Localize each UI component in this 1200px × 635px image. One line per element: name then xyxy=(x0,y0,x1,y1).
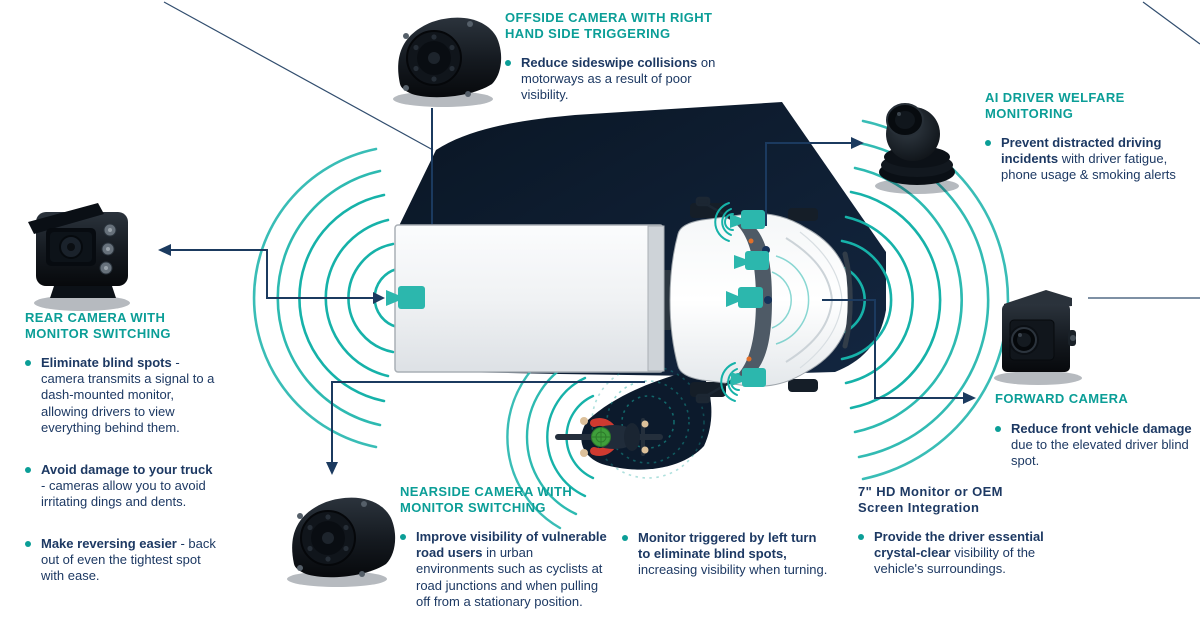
list-item: Monitor triggered by left turn to elimin… xyxy=(622,530,828,578)
offside-title: OFFSIDE CAMERA WITH RIGHT HAND SIDE TRIG… xyxy=(505,10,713,41)
ai-title: AI DRIVER WELFARE MONITORING xyxy=(985,90,1125,121)
side-mirrors xyxy=(695,196,735,404)
camera-marker-cab-top xyxy=(730,210,765,229)
rear-title: REAR CAMERA WITH MONITOR SWITCHING xyxy=(25,310,171,341)
section-forward-camera: FORWARD CAMERA Reduce front vehicle dama… xyxy=(995,391,1200,469)
windshield-glow-arcs xyxy=(771,255,810,345)
list-item: Eliminate blind spots - camera transmits… xyxy=(25,355,219,436)
bullet-dot xyxy=(995,425,1001,432)
forward-camera-image xyxy=(994,290,1082,385)
bullet-dot xyxy=(25,466,31,473)
cyclist-illustration xyxy=(555,417,663,457)
camera-marker-rear xyxy=(386,286,425,309)
list-item: Make reversing easier - back out of even… xyxy=(25,536,219,584)
connector-lines xyxy=(170,108,964,462)
monitor-title: 7" HD Monitor or OEM Screen Integration xyxy=(858,484,1003,515)
connector-arrowheads xyxy=(158,137,976,475)
section-nearside-camera: NEARSIDE CAMERA WITH MONITOR SWITCHING I… xyxy=(400,484,610,610)
list-item: Reduce front vehicle damage due to the e… xyxy=(995,421,1200,469)
list-item: Prevent distracted driving incidents wit… xyxy=(985,135,1197,183)
cyclist-hand xyxy=(641,446,649,454)
nearside-connector xyxy=(331,381,645,462)
section-rear-camera: REAR CAMERA WITH MONITOR SWITCHING Elimi… xyxy=(25,310,219,610)
section-offside-camera: OFFSIDE CAMERA WITH RIGHT HAND SIDE TRIG… xyxy=(505,10,727,104)
list-item: Reduce sideswipe collisions on motorways… xyxy=(505,55,727,103)
camera-marker-cab-front xyxy=(726,287,763,308)
ai-connector xyxy=(765,142,852,226)
list-item: Avoid damage to your truck - cameras all… xyxy=(25,462,219,510)
section-ai-driver-welfare: AI DRIVER WELFARE MONITORING Prevent dis… xyxy=(985,90,1197,184)
camera-markers xyxy=(386,210,769,387)
cyclist-foot xyxy=(580,417,588,425)
rear-camera-image xyxy=(28,203,130,311)
forward-connector xyxy=(822,299,964,399)
cyclist-hand xyxy=(641,420,649,428)
rear-connector xyxy=(170,249,374,299)
bullet-dot xyxy=(622,535,628,541)
sensor-dot xyxy=(764,296,772,304)
decorative-lines xyxy=(163,1,1200,299)
bullet-dot xyxy=(505,60,511,67)
nearside-camera-image xyxy=(286,496,397,588)
truck-wheels xyxy=(690,203,818,397)
list-item: Improve visibility of vulnerable road us… xyxy=(400,529,610,610)
bullet-dot xyxy=(400,534,406,541)
bullet-dot xyxy=(25,360,31,367)
indicator-light xyxy=(748,238,754,244)
bullet-dot xyxy=(25,541,31,548)
cyclist-foot xyxy=(580,449,588,457)
indicator-light xyxy=(746,356,752,362)
bullet-dot xyxy=(985,140,991,147)
camera-marker-cab-bottom xyxy=(731,368,766,387)
section-hd-monitor: 7" HD Monitor or OEM Screen Integration … xyxy=(858,484,1050,578)
truck-trailer xyxy=(394,224,676,373)
camera-marker-cab-upper xyxy=(734,251,769,270)
offside-camera-image xyxy=(393,17,502,107)
section-nearside-camera-col2: Monitor triggered by left turn to elimin… xyxy=(622,530,828,578)
bullet-dot xyxy=(858,534,864,541)
nearside-title: NEARSIDE CAMERA WITH MONITOR SWITCHING xyxy=(400,484,573,515)
forward-title: FORWARD CAMERA xyxy=(995,391,1129,406)
list-item: Provide the driver essential crystal-cle… xyxy=(858,529,1050,577)
ai-camera-image xyxy=(875,103,959,194)
